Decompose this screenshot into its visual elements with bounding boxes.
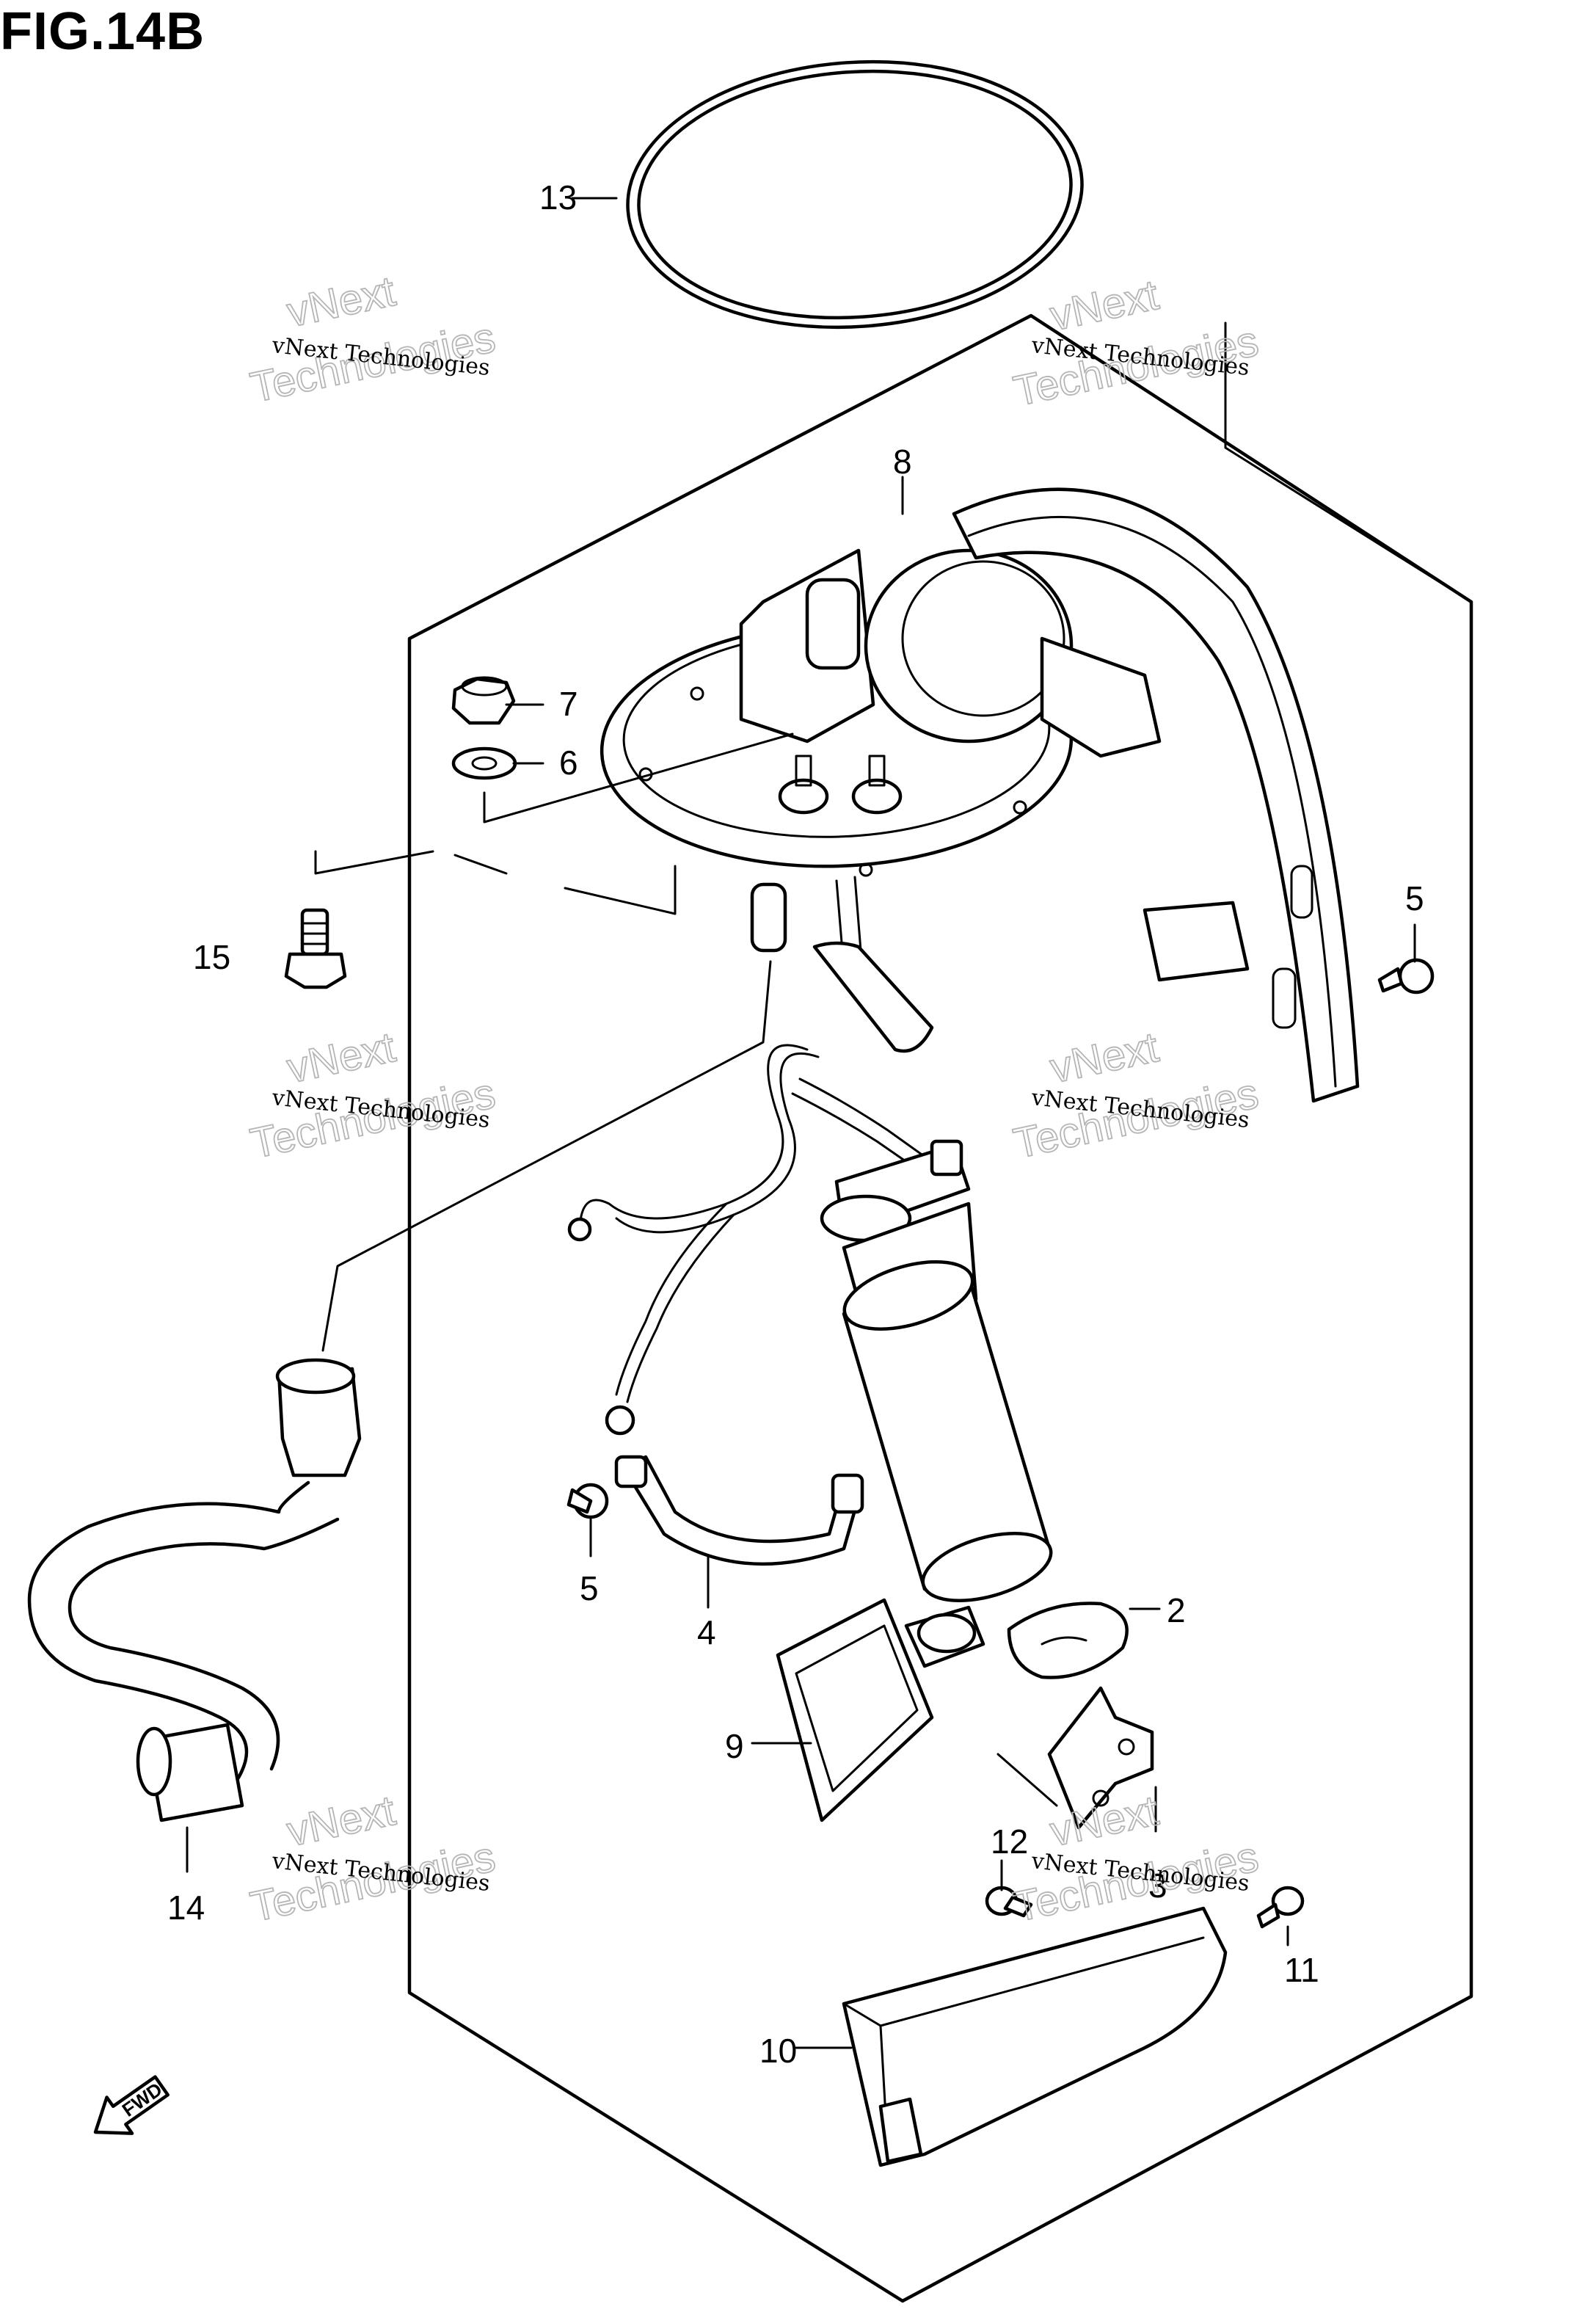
callout-3: 3 <box>1148 1866 1167 1905</box>
part-13-o-ring[interactable] <box>619 47 1091 342</box>
callout-8: 8 <box>893 443 912 481</box>
callout-13: 13 <box>539 178 577 217</box>
callout-12: 12 <box>991 1822 1028 1861</box>
part-6-washer[interactable] <box>451 746 517 780</box>
callout-15: 15 <box>193 938 230 976</box>
part-11-screw[interactable] <box>1256 1886 1305 1929</box>
part-5-screw-upper[interactable] <box>1377 958 1435 995</box>
part-8-pump-bracket[interactable] <box>597 487 1360 1103</box>
watermark-mid-left: Technologies vNext <box>246 1022 500 1168</box>
callout-4: 4 <box>697 1613 716 1651</box>
part-10-protector[interactable] <box>842 1906 1228 2167</box>
callout-11: 11 <box>1284 1951 1319 1989</box>
part-15-bolt[interactable] <box>284 908 347 989</box>
callout-9: 9 <box>725 1727 744 1765</box>
callout-7: 7 <box>559 685 578 723</box>
callout-14: 14 <box>167 1889 205 1927</box>
figure-title: FIG.14B <box>0 2 205 61</box>
callout-6: 6 <box>559 744 578 782</box>
wiring-harness[interactable] <box>567 1044 941 1436</box>
callout-10: 10 <box>759 2032 797 2070</box>
part-7-nut[interactable] <box>451 676 516 725</box>
part-14-hose[interactable] <box>27 1358 362 1822</box>
part-3-bracket[interactable] <box>996 1686 1154 1830</box>
part-2-spacer[interactable] <box>1007 1602 1129 1679</box>
svg-text:vNext: vNext <box>283 1786 400 1855</box>
watermark-bottom-left: Technologies vNext <box>246 1786 500 1932</box>
svg-text:vNext: vNext <box>1046 271 1163 340</box>
svg-text:vNext: vNext <box>1046 1786 1163 1855</box>
svg-text:vNext: vNext <box>1046 1023 1163 1092</box>
callout-5-upper: 5 <box>1405 879 1424 917</box>
callout-2: 2 <box>1167 1591 1186 1629</box>
leader-lines <box>186 197 1473 2049</box>
part-4-pump-band[interactable] <box>614 1455 864 1566</box>
part-5-screw-lower[interactable] <box>566 1483 609 1519</box>
part-9-strainer[interactable] <box>776 1598 985 1822</box>
fuel-pump[interactable] <box>820 1139 1059 1613</box>
callout-5-lower: 5 <box>580 1569 599 1607</box>
svg-text:vNext: vNext <box>283 267 400 336</box>
watermark-top-left: Technologies vNext <box>246 266 500 412</box>
svg-text:vNext: vNext <box>283 1023 400 1092</box>
fwd-arrow-icon: FWD <box>93 2075 170 2135</box>
